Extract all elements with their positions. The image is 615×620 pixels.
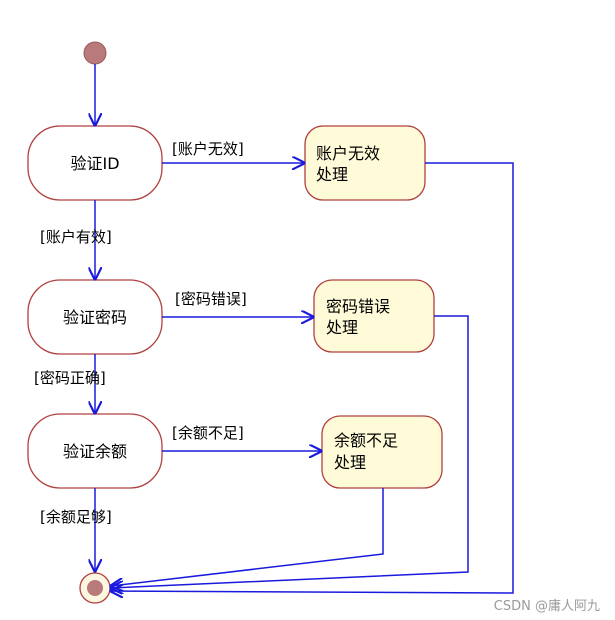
guard-balance-sufficient: [余额足够] <box>40 508 112 526</box>
guard-password-wrong: [密码错误] <box>175 290 247 308</box>
handler-invalid-account-line2: 处理 <box>316 165 348 184</box>
arrow-insufficient-handler-to-end <box>111 488 384 586</box>
initial-node <box>83 41 107 65</box>
action-verify-balance: 验证余额 <box>27 413 163 489</box>
handler-invalid-account: 账户无效 处理 <box>304 125 426 201</box>
guard-account-invalid: [账户无效] <box>172 140 244 158</box>
handler-wrong-password-line2: 处理 <box>326 318 358 337</box>
arrow-invalid-handler-to-end <box>111 162 514 593</box>
guard-balance-insufficient: [余额不足] <box>172 424 244 442</box>
handler-insufficient-balance: 余额不足 处理 <box>321 415 443 489</box>
action-verify-password-label: 验证密码 <box>63 308 127 327</box>
action-verify-id: 验证ID <box>27 125 163 201</box>
handler-wrong-password: 密码错误 处理 <box>313 279 435 353</box>
guard-password-correct: [密码正确] <box>34 369 106 387</box>
watermark: CSDN @庸人阿九 <box>494 598 600 614</box>
final-node <box>79 572 111 604</box>
handler-wrong-password-line1: 密码错误 <box>326 297 390 316</box>
handler-invalid-account-line1: 账户无效 <box>316 144 380 163</box>
guard-account-valid: [账户有效] <box>40 228 112 246</box>
arrow-wrong-handler-to-end <box>111 315 469 588</box>
action-verify-password: 验证密码 <box>27 279 163 355</box>
action-verify-id-label: 验证ID <box>70 154 119 173</box>
action-verify-balance-label: 验证余额 <box>63 442 127 461</box>
handler-insufficient-line1: 余额不足 <box>334 431 398 450</box>
handler-insufficient-line2: 处理 <box>334 453 366 472</box>
